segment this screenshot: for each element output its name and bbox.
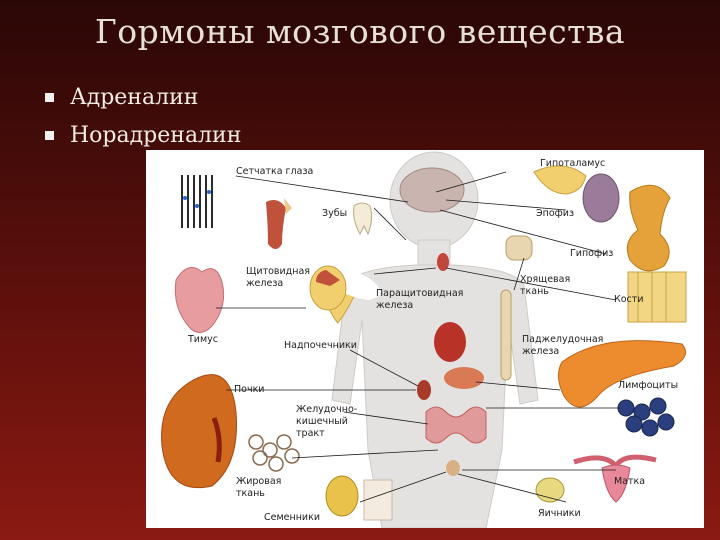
label-kidneys: Почки (234, 384, 265, 395)
hypophysis-drawing (626, 184, 671, 272)
label-hypothalamus: Гипоталамус (540, 158, 606, 169)
heart-drawing (434, 322, 466, 362)
adipose-tissue-drawing (248, 434, 300, 472)
label-testes: Семенники (264, 512, 320, 523)
epiphysis-drawing (582, 173, 620, 223)
ovary-drawing (535, 477, 565, 503)
testis-large-drawing (325, 475, 359, 517)
label-lymphocytes: Лимфоциты (618, 380, 679, 391)
connector-lines (216, 171, 620, 503)
label-ovaries: Яичники (538, 508, 581, 519)
larynx-drawing (284, 198, 292, 214)
square-bullet-icon (45, 130, 54, 140)
label-parathyroid: Паращитовидная железа (376, 288, 464, 311)
thyroid-large-drawing (266, 200, 286, 249)
brain-drawing (399, 167, 465, 213)
kidney-large-drawing (161, 374, 237, 489)
testis-small-drawing (446, 460, 460, 476)
lymphocytes-drawing (617, 397, 675, 437)
bullet-item: Адреналин (45, 78, 241, 116)
label-pancreas: Паджелудочная железа (522, 334, 604, 357)
endocrine-illustration (161, 151, 687, 528)
square-bullet-icon (45, 92, 54, 102)
endocrine-figure: Сетчатка глаза Зубы Щитовидная железа Ти… (146, 150, 704, 528)
stomach-drawing (444, 367, 484, 389)
pancreas-drawing (558, 340, 687, 408)
bullet-text-noradrenaline: Норадреналин (70, 122, 242, 148)
thymus-drawing (174, 267, 225, 333)
label-bones: Кости (614, 294, 644, 305)
label-gi-tract: Желудочно-кишечный тракт (296, 404, 358, 439)
tooth-drawing (353, 202, 373, 236)
thyroid-lobe-drawing (316, 270, 340, 286)
label-cartilage: Хрящевая ткань (520, 274, 571, 297)
label-epiphysis: Эпофиз (536, 208, 575, 219)
kidney-small-drawing (417, 380, 431, 400)
cartilage-drawing (505, 235, 533, 261)
bullet-item: Норадреналин (45, 116, 241, 154)
bone-tissue-drawing (627, 271, 687, 323)
intestine-drawing (425, 406, 487, 444)
label-thyroid: Щитовидная железа (246, 266, 310, 289)
label-hypophysis: Гипофиз (570, 248, 614, 259)
uterus-drawing (573, 454, 657, 503)
label-teeth: Зубы (322, 208, 348, 219)
label-uterus: Матка (614, 476, 646, 487)
label-retina: Сетчатка глаза (236, 166, 314, 177)
bullet-text-adrenaline: Адреналин (70, 84, 199, 110)
label-adrenals: Надпочечники (284, 340, 357, 351)
retina-drawing (178, 172, 220, 230)
label-thymus: Тимус (188, 334, 218, 345)
testis-section-drawing (363, 479, 393, 521)
hypothalamus-drawing (533, 165, 587, 195)
label-adipose: Жировая ткань (236, 476, 282, 499)
bone-drawing (500, 289, 512, 381)
thyroid-small-drawing (437, 253, 449, 271)
bullet-list: Адреналин Норадреналин (45, 78, 241, 154)
slide-title: Гормоны мозгового вещества (94, 12, 626, 51)
